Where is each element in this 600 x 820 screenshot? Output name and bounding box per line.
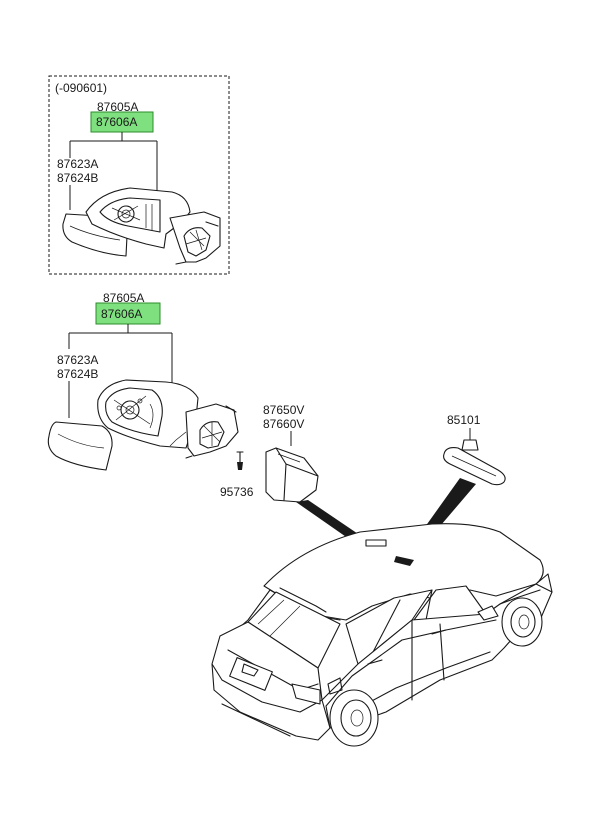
- car-tail-light: [291, 683, 321, 705]
- mirror-cover-part: 87650V 87660V: [263, 403, 370, 548]
- main-assembly-callout: 87605A 87606A 87623A 87624B: [57, 291, 173, 418]
- main-mirror-glass: [47, 421, 113, 471]
- screw-head-icon: [237, 462, 243, 470]
- car-emblem-icon: [241, 663, 259, 677]
- inset-mirror-glass-sheen: [69, 225, 121, 241]
- car-illustration: [211, 523, 553, 747]
- inset-mirror-housing: [85, 187, 221, 265]
- cover-code-2: 87660V: [263, 417, 304, 431]
- inset-dashed-border: [48, 75, 230, 275]
- inset-assembly-code-highlight[interactable]: 87606A: [96, 115, 137, 129]
- inside-mirror-code: 85101: [447, 413, 481, 427]
- main-leader-lines: [68, 324, 173, 384]
- car-front-wheel: [501, 597, 543, 647]
- inset-glass-code-1: 87623A: [57, 157, 98, 171]
- inset-glass-code-2: 87624B: [57, 171, 98, 185]
- screw-part: 95736: [220, 451, 254, 499]
- main-mirror-housing: [97, 379, 239, 459]
- inset-assembly-code: 87605A: [97, 100, 138, 114]
- main-assembly-code: 87605A: [103, 291, 144, 305]
- car-license-plate: [229, 657, 273, 691]
- main-assembly-code-highlight[interactable]: 87606A: [101, 307, 142, 321]
- inset-leader-lines: [69, 132, 158, 192]
- main-glass-code-2: 87624B: [57, 367, 98, 381]
- cover-code-1: 87650V: [263, 403, 304, 417]
- car-door-handles: [367, 629, 447, 665]
- car-mirror-marker: [365, 539, 387, 547]
- car-inside-mirror-marker: [394, 556, 414, 566]
- inset-panel: (-090601) 87605A 87606A 87623A 87624B: [48, 75, 230, 275]
- main-glass-code-1: 87623A: [57, 353, 98, 367]
- car-side-mirror: [477, 605, 499, 621]
- screw-code: 95736: [220, 485, 254, 499]
- car-fuel-door: [327, 677, 343, 695]
- car-side-window-rear: [345, 589, 433, 665]
- inset-date-code: (-090601): [55, 81, 107, 95]
- main-mirror-glass-sheen: [57, 433, 105, 449]
